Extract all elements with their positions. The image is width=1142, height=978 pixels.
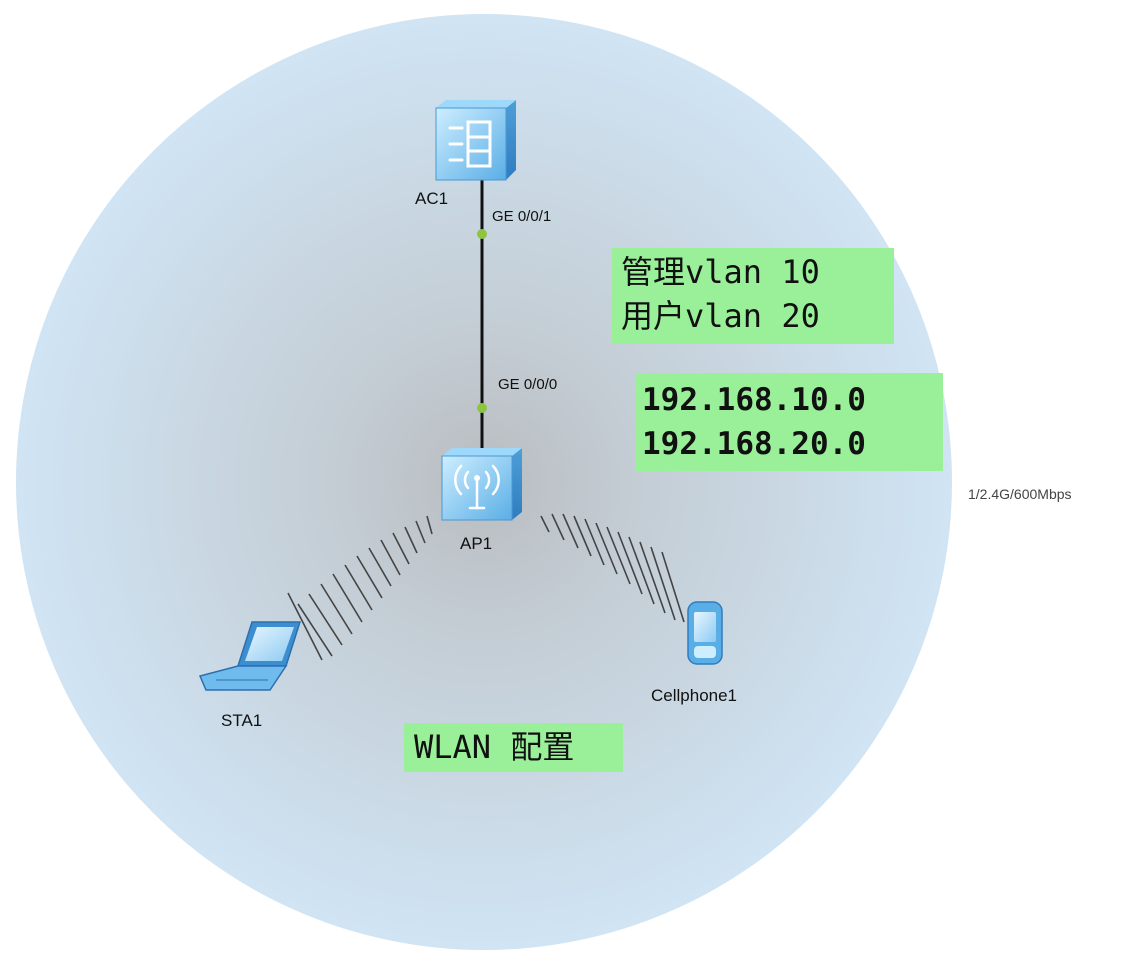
- vlan-note-line: 管理vlan 10: [621, 253, 820, 291]
- vlan-note-line: 用户vlan 20: [621, 297, 820, 335]
- laptop-icon[interactable]: [198, 621, 302, 691]
- radio-signal-phone: [540, 513, 685, 623]
- ac-controller-icon[interactable]: [435, 100, 516, 181]
- ac1-label: AC1: [415, 189, 448, 208]
- cellphone-icon[interactable]: [687, 601, 723, 665]
- cellphone1-label: Cellphone1: [651, 686, 737, 705]
- wlan-title-note: WLAN 配置: [404, 723, 623, 772]
- radio-signal-sta: [287, 515, 433, 661]
- subnet-note-line: 192.168.10.0: [642, 382, 866, 418]
- port-dot-ap[interactable]: [477, 403, 487, 413]
- subnet-note-line: 192.168.20.0: [642, 426, 866, 462]
- subnet-note: 192.168.10.0 192.168.20.0: [636, 373, 943, 471]
- wlan-title-text: WLAN 配置: [414, 728, 575, 766]
- ac-port-label: GE 0/0/1: [492, 208, 551, 225]
- port-dot-ac[interactable]: [477, 229, 487, 239]
- radio-rate-label: 1/2.4G/600Mbps: [968, 486, 1072, 502]
- ap-port-label: GE 0/0/0: [498, 376, 557, 393]
- vlan-note: 管理vlan 10 用户vlan 20: [612, 248, 894, 344]
- wireless-ap-icon[interactable]: [441, 448, 522, 521]
- sta1-label: STA1: [221, 711, 262, 730]
- ap1-label: AP1: [460, 534, 492, 553]
